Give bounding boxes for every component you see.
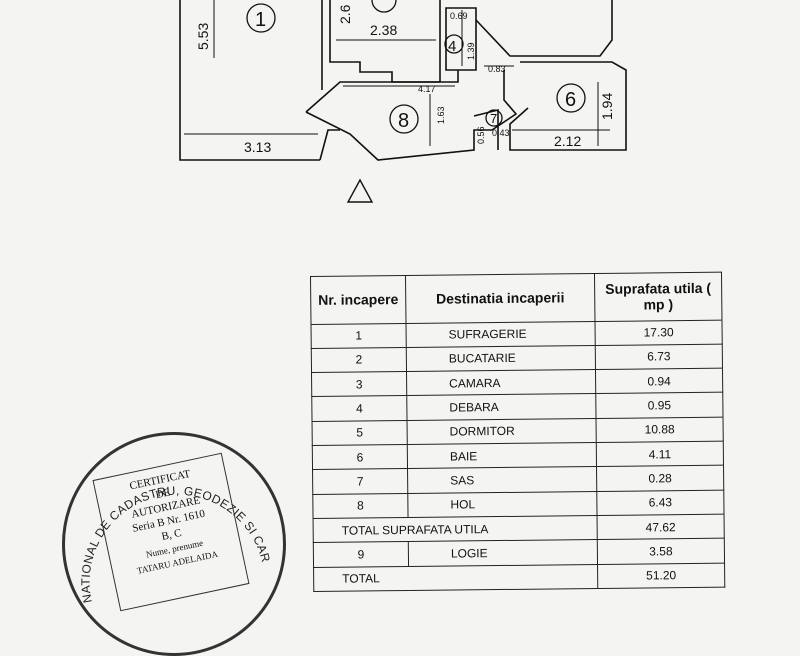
room7-circle [485, 109, 503, 127]
total-utila-label: TOTAL SUPRAFATA UTILA [313, 515, 598, 543]
dim-room3-small: 0.69 [450, 11, 468, 21]
row-name: HOL [407, 491, 598, 518]
dim-room2-height: 2.6 [337, 4, 353, 24]
total-area: 51.20 [597, 562, 725, 589]
row-area: 6.73 [595, 344, 723, 370]
room5-wall [475, 0, 613, 57]
row-name: BAIE [407, 442, 597, 469]
row-area: 10.88 [596, 416, 724, 443]
room7-number: 7 [490, 111, 497, 126]
row-nr: 1 [311, 323, 407, 349]
room4-number: 4 [448, 38, 456, 55]
dim-room6-height: 1.94 [599, 93, 615, 120]
room6-number: 6 [565, 89, 576, 111]
row-name: CAMARA [406, 369, 596, 396]
header-suprafata: Suprafata utila ( mp ) [594, 272, 722, 322]
row-area: 6.43 [596, 489, 725, 516]
floor-plan: 5.53 3.13 2.6 2.38 0.69 1.39 4.17 0.83 1… [179, 0, 627, 203]
room8-circle [389, 104, 419, 134]
logie-area: 3.58 [597, 538, 725, 565]
stamp-ring-text: NATIONAL DE CADASTRU, GEODEZIE SI CARTOG… [62, 432, 273, 604]
row-name: DEBARA [406, 393, 597, 421]
row-nr: 4 [311, 395, 408, 422]
row-nr: 7 [312, 468, 408, 495]
dim-hall-height: 1.63 [436, 106, 446, 124]
room8-number: 8 [398, 110, 409, 132]
total-row: TOTAL 51.20 [313, 562, 725, 592]
total-label: TOTAL [313, 564, 598, 592]
row-name: BUCATARIE [406, 345, 596, 372]
row-nr: 5 [312, 420, 408, 446]
room2-circle [371, 0, 397, 13]
dim-room4-height: 1.39 [466, 42, 476, 60]
area-table: Nr. incapere Destinatia incaperii Supraf… [310, 272, 725, 592]
row-nr: 3 [311, 371, 407, 397]
row-area: 4.11 [596, 441, 724, 467]
dim-room1-bottom: 3.13 [244, 139, 271, 155]
header-destinatia: Destinatia incaperii [405, 273, 595, 324]
row-area: 0.95 [595, 392, 723, 419]
dim-room7-a: 0.56 [476, 126, 486, 144]
room6-circle [556, 83, 586, 113]
logie-nr: 9 [313, 541, 409, 568]
official-stamp: NATIONAL DE CADASTRU, GEODEZIE SI CARTOG… [62, 432, 286, 656]
row-nr: 6 [312, 444, 408, 470]
room1-number: 1 [255, 9, 266, 31]
room1-circle [246, 3, 276, 33]
room1-walls [179, 0, 340, 161]
hall-walls [305, 70, 518, 161]
logie-name: LOGIE [408, 539, 598, 567]
row-name: SUFRAGERIE [405, 321, 596, 348]
row-area: 17.30 [594, 319, 723, 346]
row-name: DORMITOR [407, 418, 597, 445]
room7-walls [473, 108, 499, 150]
row-area: 0.28 [596, 465, 724, 492]
room6-walls [509, 61, 627, 151]
dim-room1-height: 5.53 [195, 23, 211, 50]
total-utila-area: 47.62 [597, 514, 725, 540]
row-name: SAS [407, 466, 597, 494]
row-nr: 8 [312, 493, 409, 519]
entrance-arrow-icon [346, 178, 374, 203]
dim-hall-width: 4.17 [418, 84, 436, 94]
stamp-inner-box: CERTIFICAT DE AUTORIZARE Seria B Nr. 161… [92, 452, 250, 612]
header-nr: Nr. incapere [310, 275, 406, 325]
room4-circle [444, 34, 464, 54]
row-nr: 2 [311, 347, 407, 373]
dim-room7-b: 0.43 [492, 128, 510, 138]
table-header-row: Nr. incapere Destinatia incaperii Supraf… [310, 272, 722, 325]
dim-room2-width: 2.38 [370, 22, 397, 38]
dim-room4-width: 0.83 [488, 64, 506, 74]
row-area: 0.94 [595, 368, 723, 394]
dim-room6-width: 2.12 [554, 133, 581, 149]
